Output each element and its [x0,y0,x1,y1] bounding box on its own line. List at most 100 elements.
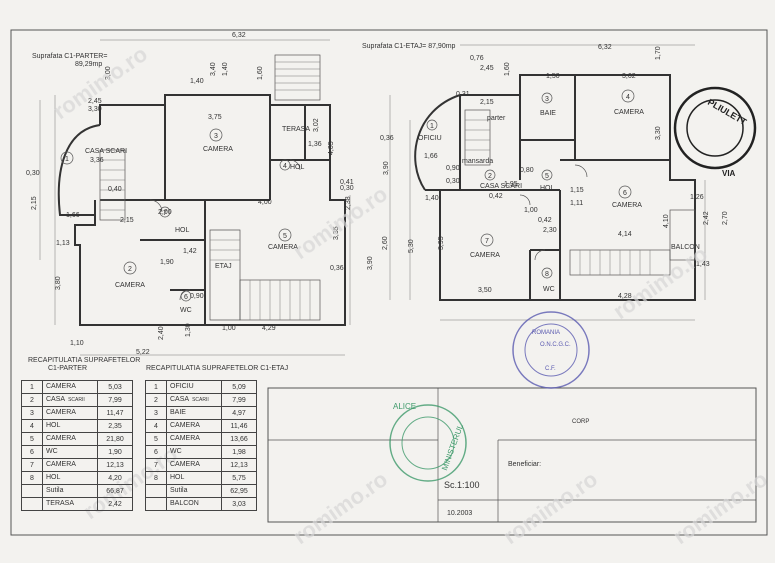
svg-text:2,42: 2,42 [703,211,710,225]
room-name-text: OFICIU [170,383,194,390]
upper-room-1-num: 1 [430,123,434,130]
upper-room-2-name: CASA SCARI [480,183,522,190]
room-area: 7,99 [221,393,257,407]
ground-room-4-num: 4 [283,163,287,170]
svg-text:romimo.ro: romimo.ro [289,466,392,549]
ground-room-5-num: 5 [283,233,287,240]
room-name: WC [166,445,222,459]
svg-text:1,60: 1,60 [257,66,264,80]
ministry-stamp-text: MINISTERUL [440,422,465,471]
sheet-border [10,29,768,536]
svg-text:4,10: 4,10 [663,214,670,228]
room-area: 66,87 [97,484,133,498]
upper-room-6-num: 6 [623,190,627,197]
svg-text:3,30: 3,30 [88,106,102,113]
row-number: 5 [145,432,167,446]
svg-text:1,26: 1,26 [690,194,704,201]
room-name: TERASA [42,497,98,511]
scale-label: Sc.1:100 [444,480,480,490]
ground-room-7-name: HOL [175,227,190,234]
svg-text:4,00: 4,00 [258,199,272,206]
room-area: 5,03 [97,380,133,394]
room-name-text: CAMERA [170,435,200,442]
svg-text:1,66: 1,66 [424,153,438,160]
room-name-text: WC [46,448,58,455]
svg-text:2,15: 2,15 [120,217,134,224]
room-area: 21,80 [97,432,133,446]
svg-text:0,42: 0,42 [538,217,552,224]
svg-text:4,28: 4,28 [618,293,632,300]
room-name-text: BALCON [170,500,199,507]
row-number: 8 [21,471,43,485]
svg-text:2,70: 2,70 [722,211,729,225]
upper-room-1-name: OFICIU [418,135,442,142]
room-area: 1,90 [97,445,133,459]
upper-room-4-name: CAMERA [614,109,644,116]
room-name-suffix: SCARII [68,397,85,403]
ground-room-3-name: CAMERA [203,146,233,153]
dim-top-left: 6,32 [232,32,246,39]
room-name: Sutila [166,484,222,498]
row-number: 2 [21,393,43,407]
room-name: CAMERA [42,458,98,472]
room-name: CAMERA [166,419,222,433]
svg-text:2,40: 2,40 [158,326,165,340]
svg-text:0,80: 0,80 [520,167,534,174]
svg-text:3,36: 3,36 [90,157,104,164]
ground-floor-title: Suprafata C1-PARTER= [32,53,107,60]
upper-room-6-name: CAMERA [612,202,642,209]
svg-text:1,40: 1,40 [190,78,204,85]
svg-text:1,40: 1,40 [222,62,229,76]
room-name-text: CAMERA [46,461,76,468]
svg-text:3,90: 3,90 [367,256,374,270]
svg-text:1,00: 1,00 [524,207,538,214]
svg-text:2,60: 2,60 [382,236,389,250]
upper-mansarda-label: mansarda [462,158,493,165]
svg-text:4,14: 4,14 [618,231,632,238]
room-name-text: HOL [170,474,185,481]
svg-text:0,31: 0,31 [456,91,470,98]
svg-text:3,35: 3,35 [333,226,340,240]
room-name-text: HOL [46,474,61,481]
svg-text:0,76: 0,76 [470,55,484,62]
ground-room-2-num: 2 [128,266,132,273]
svg-text:3,95: 3,95 [438,236,445,250]
ground-terasa-label: TERASA [282,126,310,133]
room-name-text: CAMERA [46,409,76,416]
room-name-text: Sutila [170,487,188,494]
svg-text:1,95: 1,95 [504,181,518,188]
room-area: 7,99 [97,393,133,407]
oncgc-stamp: ROMANIA O.N.C.G.C. C.F. [512,311,590,389]
upper-room-5-num: 5 [545,173,549,180]
room-name: CAMERA [42,432,98,446]
beneficiar-label: Beneficiar: [508,461,541,468]
room-area: 5,75 [221,471,257,485]
row-number: 4 [145,419,167,433]
ministry-stamp: ALICE MINISTERUL [389,402,467,482]
svg-text:1,66: 1,66 [66,212,80,219]
svg-text:0,42: 0,42 [489,193,503,200]
room-area: 1,98 [221,445,257,459]
svg-text:4,29: 4,29 [262,325,276,332]
upper-floor-plan [389,44,706,321]
room-name-text: CASA [170,396,190,403]
svg-text:2,15: 2,15 [31,196,38,210]
svg-text:1,60: 1,60 [504,62,511,76]
room-area: 4,97 [221,406,257,420]
room-name-text: CAMERA [170,422,200,429]
room-name-text: TERASA [46,500,75,507]
